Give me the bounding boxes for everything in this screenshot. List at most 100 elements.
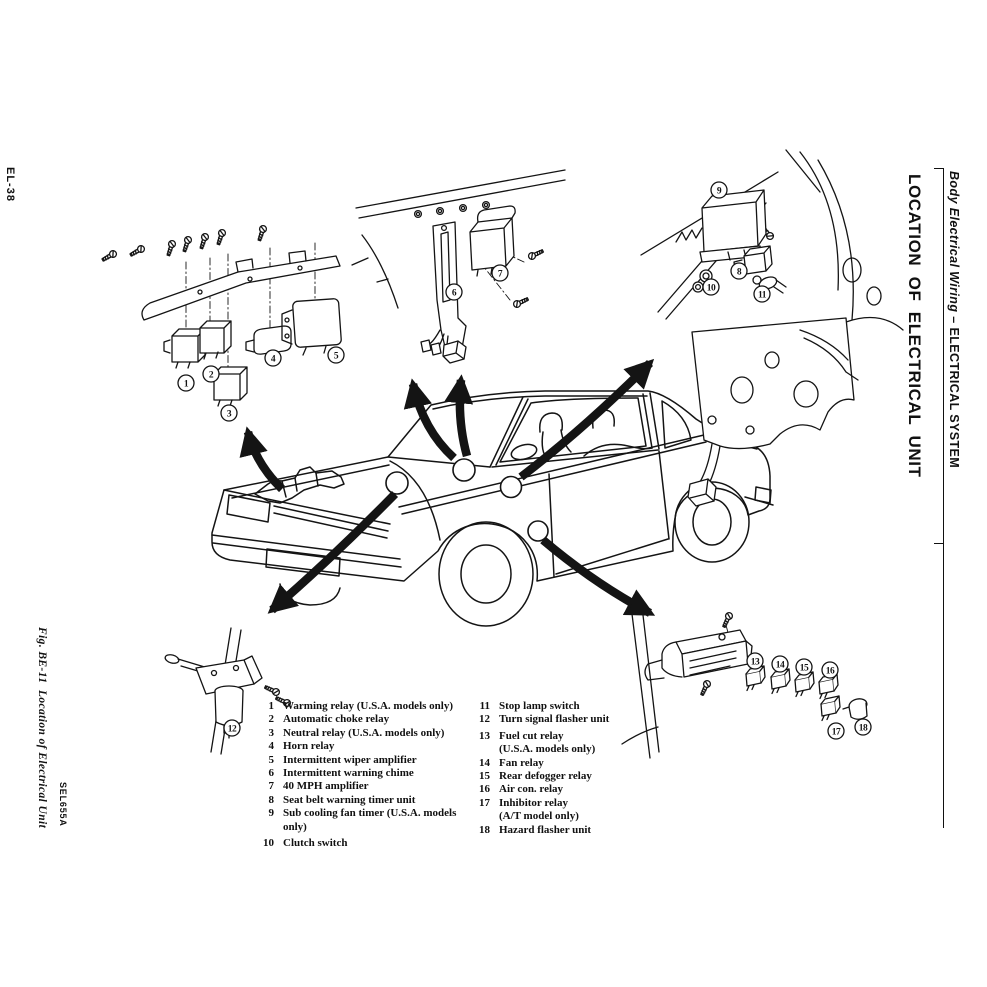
screw-icon [197,232,210,251]
door-window [499,397,647,463]
wiper-amplifier-5 [281,298,342,356]
harness-wires [699,329,859,487]
callout-circle-2 [202,365,220,383]
callout-number-3: 3 [227,409,232,419]
legend-number: 8 [268,793,275,806]
arrow-to-amplifier [444,374,474,458]
legend-number: 13 [479,729,490,742]
harness-connector [687,478,717,507]
location-marker-cowl [452,458,476,482]
taillight [754,486,772,504]
flasher-unit-cluster-12 [164,627,293,755]
legend-number: 3 [268,726,275,739]
legend-number [472,810,490,823]
callout-number-18: 18 [859,723,868,733]
callout-number-8: 8 [737,267,742,277]
screw-icon [214,228,227,247]
callout-circle-12 [223,719,241,737]
legend-label: Warming relay (U.S.A. models only) [283,700,453,712]
nut-icon [435,206,445,216]
legend-row: (U.S.A. models only) [472,743,672,756]
legend-label: Sub cooling fan timer (U.S.A. models onl… [283,807,457,833]
under-dash-cluster-6-7 [351,169,566,364]
legend-number: 5 [268,753,275,766]
location-marker-hood [385,471,409,495]
callout-circle-18 [854,718,872,736]
arrow-to-relay-rail [540,536,656,617]
screw-icon [164,239,177,258]
callout-circle-6 [445,283,463,301]
legend-number: 4 [268,740,275,753]
location-marker-door [527,520,549,542]
nut-icon [481,200,491,210]
screw-icon [263,683,282,698]
mounting-bracket [141,255,341,321]
flasher-bracket [195,655,263,695]
legend-row: (A/T model only) [472,810,672,823]
pointer-arrows [239,358,656,617]
body-structure-lines [785,149,904,331]
warming-relay-1 [163,328,206,369]
bumper-recess [265,548,341,577]
relay-bracket-cluster-1-5 [100,224,342,407]
arrow-to-chime [403,378,457,462]
harness-connector [442,340,467,364]
legend-number: 18 [479,823,490,836]
callout-number-13: 13 [751,657,760,667]
legend-label: (A/T model only) [499,810,579,823]
wire-connectors [420,339,442,356]
legend-label: Fuel cut relay [499,729,564,742]
legend-label: Hazard flasher unit [499,823,592,836]
callout-number-2: 2 [209,370,214,380]
section-header-dash: – [947,312,961,328]
callout-circle-11 [753,285,771,303]
callout-circle-17 [827,722,845,740]
dash-panel-lines [351,169,566,283]
section-rule [943,168,944,828]
stalk-knob [164,654,180,664]
quarter-window [661,400,692,449]
callout-circle-4 [264,349,282,367]
callout-circle-3 [220,404,238,422]
legend-label: Stop lamp switch [499,700,580,712]
figure-caption: Fig. BE-11 Location of Electrical Unit [36,627,48,829]
callout-number-5: 5 [334,351,339,361]
bracket-tabs [235,250,307,273]
rear-bumper-line [744,496,774,506]
section-header-wiring: Body Electrical Wiring [947,171,961,313]
section-header: Body Electrical Wiring – ELECTRICAL SYST… [947,171,961,468]
legend-label: Turn signal flasher unit [499,713,610,726]
headlight [226,494,271,523]
figure-code: SEL655A [58,782,68,827]
callout-circle-16 [821,661,839,679]
interior-sketch [510,409,653,461]
roof-drip-line [432,395,648,410]
legend-row: 13 Fuel cut relay [472,730,672,743]
horn-relay-4 [245,325,292,355]
legend-label: 40 MPH amplifier [283,780,369,793]
a-pillar [489,396,529,468]
legend-row: 8 Seat belt warning timer unit [256,794,481,807]
front-wheel-tire [438,521,534,627]
callout-number-15: 15 [800,663,809,673]
legend-label: Inhibitor relay [499,796,568,809]
defogger-relay-15 [794,671,815,698]
legend-label: Seat belt warning timer unit [283,793,416,806]
section-rule-tick-top [934,168,943,169]
door-front-edge [548,473,555,578]
legend-label: Intermittent warning chime [283,767,414,780]
pedal-area-cluster-8-11 [640,149,904,507]
callout-number-7: 7 [498,269,503,279]
location-markers [385,458,549,542]
